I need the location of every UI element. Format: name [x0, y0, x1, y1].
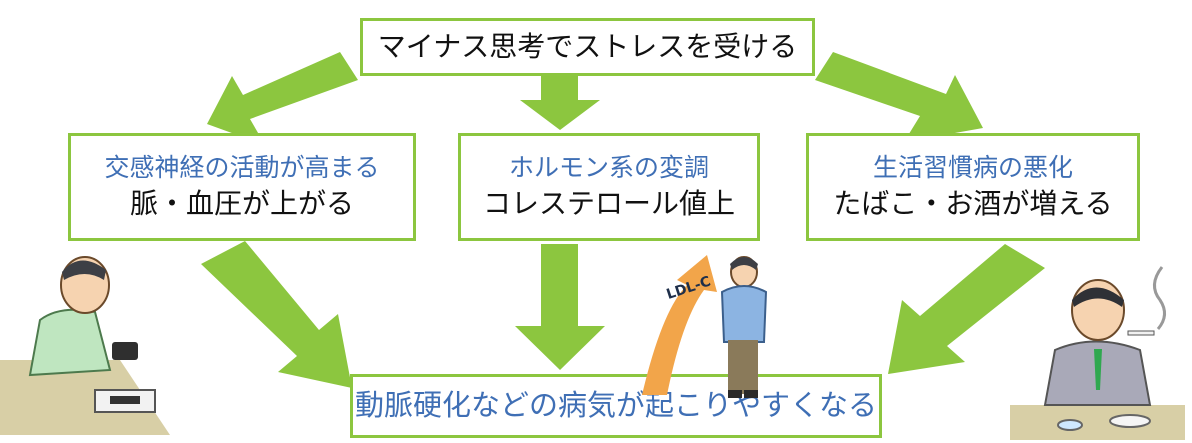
arrow-top-to-center	[520, 72, 600, 130]
effect-title: ホルモン系の変調	[508, 153, 709, 183]
desk-shape	[1010, 405, 1185, 440]
ldl-man-shoe-shape	[728, 390, 742, 398]
ldl-illustration: LDL-C	[642, 255, 768, 398]
hair-shape	[62, 260, 106, 280]
ldl-man-pants-shape	[728, 340, 758, 394]
glass-shape	[1057, 419, 1083, 431]
ldl-rising-arrow	[642, 255, 717, 395]
arrow-center-to-bottom	[515, 244, 605, 370]
effect-title: 生活習慣病の悪化	[872, 153, 1073, 183]
result-text: 動脈硬化などの病気が起こりやすくなる	[354, 388, 877, 423]
ashtray-shape	[1109, 414, 1151, 428]
arrow-left-to-bottom	[201, 241, 352, 388]
desk-shape	[0, 360, 170, 435]
top-cause-text: マイナス思考でストレスを受ける	[377, 30, 798, 64]
arrow-top-to-left	[207, 52, 358, 145]
smoker-hair-shape	[1072, 287, 1124, 307]
ldl-man-shoe-shape	[744, 390, 758, 398]
ldl-man-shirt-shape	[720, 285, 768, 343]
monitor-display-shape	[110, 396, 140, 404]
shirt-shape	[28, 308, 112, 377]
effect-subtitle: たばこ・お酒が増える	[833, 186, 1113, 220]
cigarette-shape	[1127, 330, 1155, 336]
effect-box-hormone: ホルモン系の変調 コレステロール値上	[458, 133, 760, 241]
top-cause-box: マイナス思考でストレスを受ける	[360, 18, 815, 76]
effect-subtitle: 脈・血圧が上がる	[129, 186, 354, 220]
smoking-illustration	[1010, 266, 1185, 440]
effect-title: 交感神経の活動が高まる	[104, 153, 380, 183]
arrow-top-to-right	[815, 52, 983, 142]
ldl-man-hair-shape	[730, 257, 758, 270]
smoke-shape	[1153, 266, 1166, 330]
arrow-right-to-bottom	[888, 244, 1045, 374]
effect-box-sympathetic: 交感神経の活動が高まる 脈・血圧が上がる	[68, 133, 416, 241]
effect-subtitle: コレステロール値上	[482, 186, 735, 220]
cuff-shape	[112, 342, 138, 360]
blood-pressure-illustration	[0, 256, 170, 435]
tie-shape	[1094, 349, 1102, 390]
result-box: 動脈硬化などの病気が起こりやすくなる	[350, 374, 882, 438]
effect-box-lifestyle: 生活習慣病の悪化 たばこ・お酒が増える	[806, 133, 1140, 241]
